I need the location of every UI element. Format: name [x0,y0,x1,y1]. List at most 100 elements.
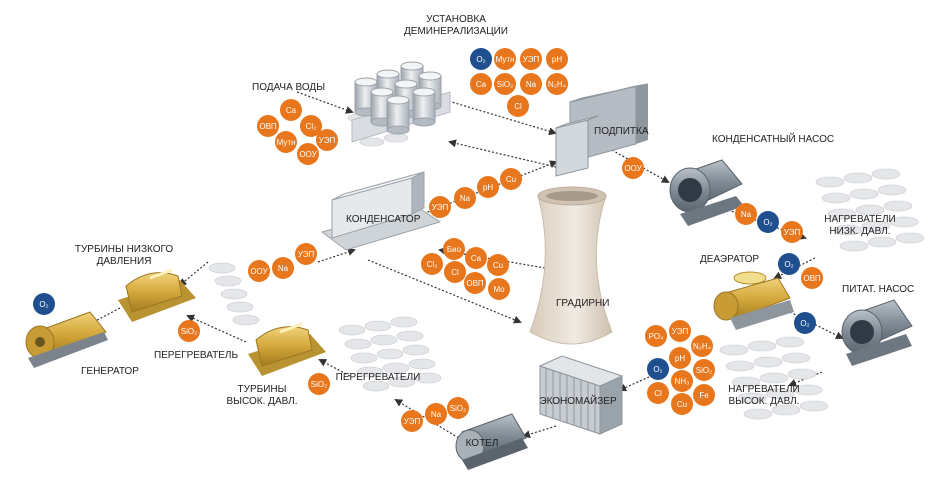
heater-disc [747,340,777,352]
parameter-badge: SiO₂ [494,73,516,95]
heater-disc [226,301,254,313]
generator-unit [25,311,108,368]
heater-disc [356,366,384,378]
demin-tank [412,87,436,127]
badge-text: Био [447,245,462,254]
badge-text: NH₃ [675,377,690,386]
parameter-badge: Fe [693,384,715,406]
parameter-badge: УЭП [520,48,542,70]
heater-disc [362,380,390,392]
badge-text: pH [483,183,493,192]
badge-text: Cl [514,102,522,111]
heater-disc [815,176,845,188]
feed-pump [841,299,913,366]
parameter-badge: pH [477,176,499,198]
parameter-badge: Cu [487,254,509,276]
badge-text: Na [431,410,442,419]
heater-disc [359,137,385,147]
deaerator-tank [713,271,794,330]
arrow-tower-to-demin [448,139,561,169]
parameter-badge: Cl [647,382,669,404]
parameter-badge: Na [425,403,447,425]
parameter-badge: O₂ [470,48,492,70]
heater-disc [370,334,398,346]
superheater-discs [338,316,442,392]
heater-disc [725,360,755,372]
badge-text: pH [675,354,685,363]
badge-group-generator: O₂ [33,293,55,315]
heater-disc [833,224,863,236]
heater-disc [895,232,925,244]
hp-turbine [248,322,326,376]
arrow-water-to-demin [296,91,354,114]
heater-disc [765,388,795,400]
parameter-badge: pH [546,48,568,70]
parameter-badge: N₂H₄ [691,335,713,357]
parameter-badge: Мутн [494,48,516,70]
reheater-discs [208,262,260,326]
label-generator: ГЕНЕРАТОР [81,366,139,377]
arrow-reheater-to-lpturbine [178,261,209,287]
badge-text: УЭП [319,136,336,145]
parameter-badge: УЭП [781,221,803,243]
heater-disc [781,352,811,364]
parameter-badge: O₂ [794,312,816,334]
arrow-demin-to-makeup [444,99,557,136]
badge-text: Na [460,194,471,203]
parameter-badge: УЭП [669,320,691,342]
heater-disc [793,384,823,396]
badge-text: Cu [493,261,503,270]
arrow-boiler-to-superheaters [394,398,463,441]
badge-group-lp-heaters-out: O₂ ОВП [778,253,823,289]
badge-text: ОВП [803,274,821,283]
heater-disc [731,376,761,388]
badge-text: O₂ [39,300,48,309]
arrow-lpturbine-to-condenser [317,248,356,263]
badge-text: Ca [471,254,482,263]
hp-heater-discs [719,336,829,420]
heater-disc [383,133,409,143]
parameter-badge: Био [443,238,465,260]
heater-disc [843,172,873,184]
parameter-badge: Na [735,203,757,225]
badge-text: N₂H₄ [693,342,711,351]
badge-text: O₂ [784,260,793,269]
heater-disc [759,372,789,384]
parameter-badge: УЭП [316,129,338,151]
label-makeup: ПОДПИТКА [594,126,649,137]
parameter-badge: Ca [280,99,302,121]
arrow-superheaters-to-hpturbine [318,359,351,377]
condenser-unit [320,171,442,251]
heater-disc [871,168,901,180]
parameter-badge: УЭП [295,243,317,265]
demineralization-tanks [351,61,451,143]
parameter-badge: Cu [671,393,693,415]
badge-text: Ca [476,80,487,89]
badge-text: SiO₂ [497,80,513,89]
heater-disc [232,314,260,326]
heater-disc [402,344,430,356]
parameter-badge: УЭП [401,410,423,432]
label-condenser: КОНДЕНСАТОР [346,214,421,225]
parameter-badge: O₂ [757,211,779,233]
badge-text: ОВП [259,122,277,131]
lp-heater-discs [815,168,925,252]
heater-disc [855,204,885,216]
parameter-badge: SiO₂ [308,373,330,395]
heater-disc [849,188,879,200]
heater-disc [877,184,907,196]
badge-text: УЭП [298,250,315,259]
badge-text: Cl₂ [306,122,317,131]
parameter-badge: Ca [470,73,492,95]
